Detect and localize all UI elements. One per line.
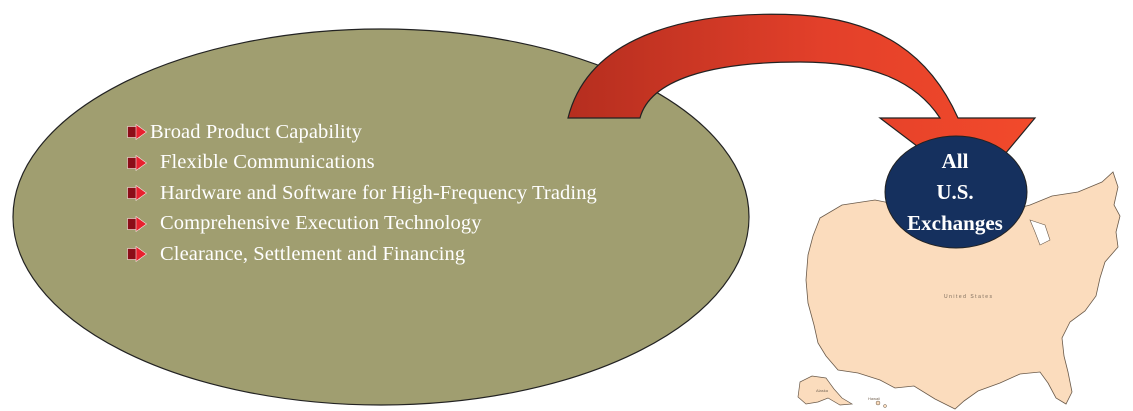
exchanges-badge: All U.S. Exchanges bbox=[885, 137, 1025, 247]
list-item-label: Comprehensive Execution Technology bbox=[160, 212, 482, 235]
arrow-bullet-icon bbox=[127, 246, 147, 263]
list-item-label: Broad Product Capability bbox=[150, 120, 362, 143]
exchanges-badge-shape bbox=[884, 135, 1028, 249]
arrow-bullet-icon bbox=[127, 154, 147, 171]
badge-line-2: U.S. bbox=[936, 179, 974, 204]
badge-line-1: All bbox=[941, 148, 969, 173]
list-item: Broad Product Capability bbox=[127, 117, 597, 148]
badge-line-3: Exchanges bbox=[907, 210, 1003, 235]
map-hawaii-label: Hawaii bbox=[868, 396, 881, 401]
alaska-map bbox=[797, 375, 854, 406]
capabilities-list: Broad Product Capability Flexible Commun… bbox=[127, 117, 597, 270]
hawaii-map bbox=[875, 400, 881, 406]
map-country-label: United States bbox=[944, 294, 994, 300]
arrow-bullet-icon bbox=[127, 185, 147, 202]
list-item-label: Hardware and Software for High-Frequency… bbox=[160, 181, 597, 204]
arrow-bullet-icon bbox=[127, 215, 147, 232]
list-item: Flexible Communications bbox=[127, 148, 597, 179]
capabilities-oval bbox=[12, 28, 750, 406]
map-alaska-label: Alaska bbox=[816, 388, 829, 393]
list-item: Hardware and Software for High-Frequency… bbox=[127, 178, 597, 209]
list-item: Comprehensive Execution Technology bbox=[127, 209, 597, 240]
arrow-bullet-icon bbox=[127, 124, 147, 141]
list-item-label: Clearance, Settlement and Financing bbox=[160, 242, 466, 265]
hawaii-island bbox=[883, 404, 887, 408]
list-item: Clearance, Settlement and Financing bbox=[127, 239, 597, 270]
list-item-label: Flexible Communications bbox=[160, 151, 375, 174]
great-lakes bbox=[1029, 219, 1051, 246]
